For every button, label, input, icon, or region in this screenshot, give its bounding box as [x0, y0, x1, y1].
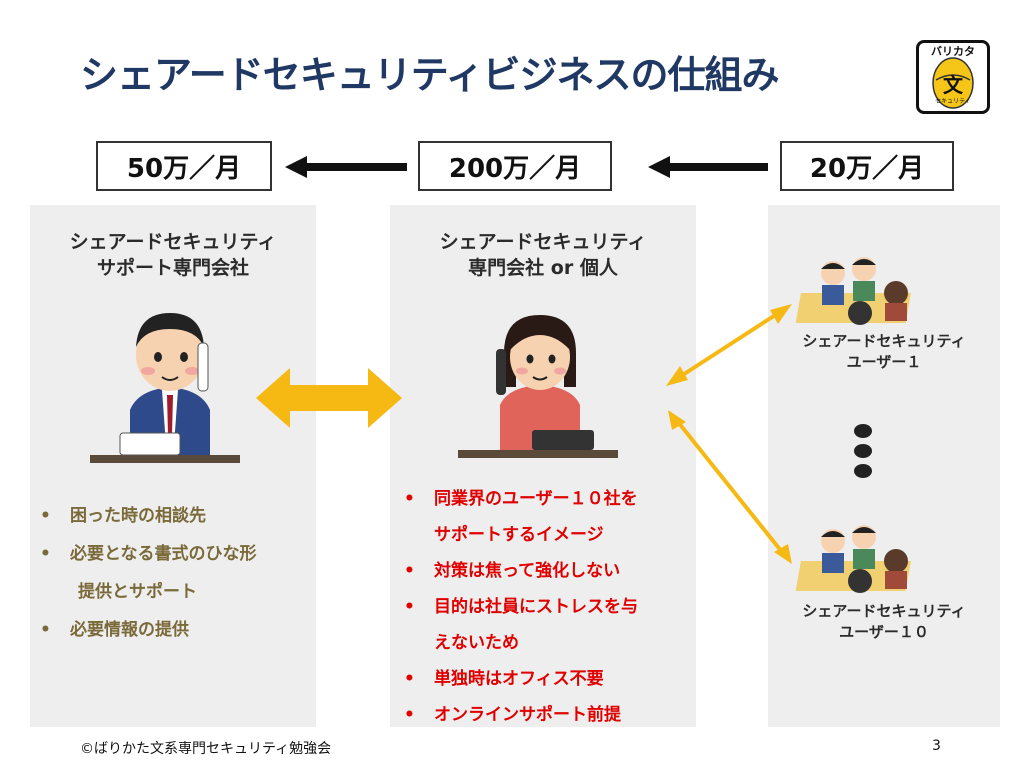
- double-arrow-icon: [256, 368, 402, 428]
- arrow-left-icon: [285, 156, 407, 178]
- meeting-group-icon: [795, 525, 911, 593]
- list-item: 目的は社員にストレスを与: [402, 589, 638, 625]
- meeting-group-icon: [795, 257, 911, 325]
- list-item: 必要情報の提供: [38, 611, 257, 649]
- panel-title: シェアードセキュリティ 専門会社 or 個人: [439, 231, 647, 279]
- provider-bullet-list: 同業界のユーザー１０社を サポートするイメージ 対策は焦って強化しない 目的は社…: [402, 481, 638, 733]
- users-panel: シェアードセキュリティ ユーザー１ シェアードセキュリティ ユーザー１０: [768, 205, 1000, 727]
- list-item: 単独時はオフィス不要: [402, 661, 638, 697]
- logo: バリカタ 文 セキュリティ: [916, 40, 990, 114]
- page-number: 3: [932, 738, 941, 754]
- support-bullet-list: 困った時の相談先 必要となる書式のひな形 提供とサポート 必要情報の提供: [38, 497, 257, 649]
- double-arrow-icon: [668, 410, 792, 564]
- list-item: 対策は焦って強化しない: [402, 553, 638, 589]
- list-item: えないため: [434, 633, 519, 653]
- logo-text-center: 文: [943, 73, 964, 97]
- logo-egg-icon: バリカタ 文 セキュリティ: [931, 45, 975, 109]
- businessman-phone-icon: [90, 313, 240, 463]
- user-10-label: シェアードセキュリティ ユーザー１０: [802, 602, 966, 641]
- user-1-label: シェアードセキュリティ ユーザー１: [802, 332, 966, 371]
- double-arrow-icon: [666, 304, 792, 386]
- price-center: 200万／月: [418, 141, 612, 191]
- panel-title: シェアードセキュリティ サポート専門会社: [69, 231, 277, 279]
- price-right: 20万／月: [780, 141, 954, 191]
- logo-text-bottom: セキュリティ: [935, 98, 971, 105]
- list-item: 同業界のユーザー１０社を: [402, 481, 638, 517]
- woman-phone-icon: [458, 315, 618, 458]
- support-company-panel: シェアードセキュリティ サポート専門会社 困った時の相談先 必要となる書式のひな…: [30, 205, 316, 727]
- arrow-left-icon: [648, 156, 768, 178]
- footer-copyright: ©ばりかた文系専門セキュリティ勉強会: [80, 741, 332, 757]
- list-item: オンラインサポート前提: [402, 697, 638, 733]
- logo-text-top: バリカタ: [931, 45, 975, 58]
- page-title: シェアードセキュリティビジネスの仕組み: [80, 53, 779, 97]
- price-left: 50万／月: [96, 141, 272, 191]
- ellipsis-vertical-icon: [854, 424, 872, 478]
- list-item: 必要となる書式のひな形: [38, 535, 257, 573]
- list-item: 困った時の相談先: [38, 497, 257, 535]
- list-item: 提供とサポート: [78, 582, 197, 602]
- security-provider-panel: シェアードセキュリティ 専門会社 or 個人 同業界のユーザー１０社を サポート…: [390, 205, 696, 733]
- list-item: サポートするイメージ: [434, 525, 604, 545]
